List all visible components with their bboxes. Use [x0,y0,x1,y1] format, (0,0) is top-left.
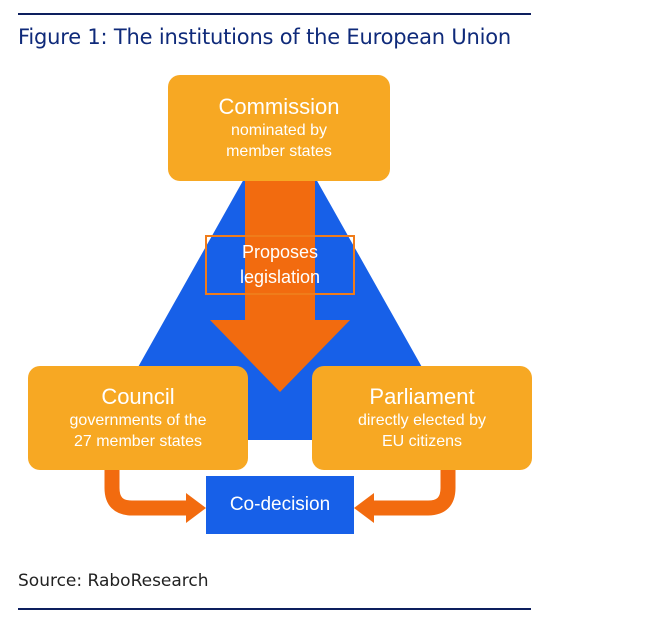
parliament-to-codecision-arrow [372,470,456,516]
council-name: Council [101,384,175,409]
source-note: Source: RaboResearch [18,571,209,591]
figure-title: Figure 1: The institutions of the Europe… [18,25,512,49]
codecision-box: Co-decision [206,476,354,534]
council-desc-line1: governments of the [69,412,207,429]
left-arrowhead [186,493,206,523]
parliament-desc-line1: directly elected by [357,412,487,429]
bottom-rule [18,608,531,610]
parliament-name: Parliament [369,384,475,409]
proposes-line1: Proposes [241,242,319,262]
commission-name: Commission [218,94,340,119]
council-box: Council governments of the 27 member sta… [28,366,248,470]
codecision-label: Co-decision [229,494,331,515]
commission-box: Commission nominated by member states [168,75,390,181]
proposes-down-arrow [210,180,350,392]
proposes-line2: legislation [239,267,321,287]
right-arrowhead [354,493,374,523]
parliament-desc-line2: EU citizens [381,433,463,450]
commission-desc-line2: member states [226,143,332,160]
top-rule [18,13,531,15]
parliament-box: Parliament directly elected by EU citize… [312,366,532,470]
council-to-codecision-arrow [104,470,188,516]
commission-desc-line1: nominated by [230,122,328,139]
council-desc-line2: 27 member states [73,433,203,450]
proposes-legislation-label: Proposes legislation [205,235,355,295]
